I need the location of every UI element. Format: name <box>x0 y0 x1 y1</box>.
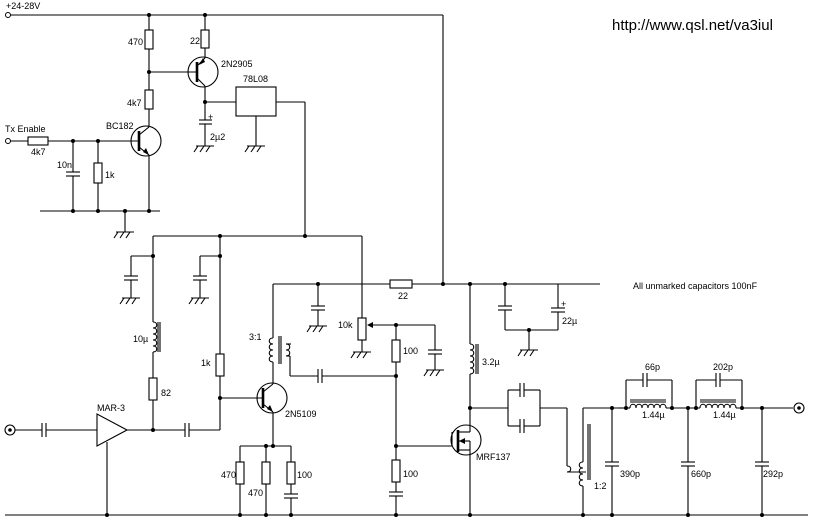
r-82-label: 82 <box>161 388 171 398</box>
output-coupling-caps <box>470 383 568 466</box>
q-bc182-label: BC182 <box>106 121 134 131</box>
supply-rail <box>5 12 444 284</box>
r-1k-tx-label: 1k <box>105 170 115 180</box>
r-100-emit-label: 100 <box>297 470 312 480</box>
c-22u-label: 22µ <box>562 316 577 326</box>
rf-input-connector <box>4 423 97 437</box>
inductor-10u <box>152 321 161 378</box>
resistor-470-top <box>144 15 154 90</box>
decoupling-cap-2 <box>188 255 220 305</box>
r-470-a-label: 470 <box>221 470 236 480</box>
resistor-4k7-base <box>144 89 154 127</box>
mar3-label: MAR-3 <box>97 403 125 413</box>
r-470-top-label: 470 <box>128 37 143 47</box>
pot-10k-label: 10k <box>338 320 353 330</box>
supply-voltage-label: +24-28V <box>6 1 40 11</box>
c-202p-label: 202p <box>713 362 733 372</box>
transistor-mrf137 <box>450 424 482 515</box>
resistor-1k-tx <box>93 141 103 211</box>
l-3u2-label: 3.2µ <box>482 357 500 367</box>
resistor-22-top <box>200 15 210 58</box>
r-100-gnd-label: 100 <box>403 469 418 479</box>
c-10n-label: 10n <box>57 160 72 170</box>
r-22-mid-label: 22 <box>398 291 408 301</box>
plus-sign-b: + <box>561 299 566 309</box>
transformer-3to1 <box>268 283 396 383</box>
q-2n2905-label: 2N2905 <box>221 59 253 69</box>
rf-output-connector <box>793 402 805 414</box>
low-pass-filter <box>605 373 793 515</box>
transistor-2n2905 <box>149 56 236 120</box>
plus-sign-a: + <box>208 112 213 122</box>
c-66p-label: 66p <box>645 362 660 372</box>
r-1k-bias-label: 1k <box>201 358 211 368</box>
resistor-100-gate <box>391 325 452 460</box>
tx-enable-label: Tx Enable <box>5 124 46 134</box>
r-4k7-base-label: 4k7 <box>127 98 142 108</box>
capacitor-note: All unmarked capacitors 100nF <box>633 281 758 291</box>
supply-filter-caps <box>498 284 565 357</box>
r-470-b-label: 470 <box>248 488 263 498</box>
l-144-b-label: 1.44µ <box>713 410 736 420</box>
t-1to2-label: 1:2 <box>594 481 607 491</box>
r-22-top-label: 22 <box>190 36 200 46</box>
amplifier-mar3 <box>96 413 221 515</box>
l-10u-label: 10µ <box>133 334 148 344</box>
r-4k7-tx-label: 4k7 <box>31 147 46 157</box>
emitter-network <box>235 444 298 515</box>
resistor-100-gnd <box>389 459 403 515</box>
tx-enable-input <box>5 136 139 146</box>
capacitor-10n <box>66 141 80 211</box>
potentiometer-10k <box>350 317 444 377</box>
resistor-82 <box>148 377 158 432</box>
resistor-1k-bias <box>215 353 263 428</box>
c-660p-label: 660p <box>691 469 711 479</box>
q-mrf137-label: MRF137 <box>476 452 511 462</box>
r-100-gate-label: 100 <box>403 346 418 356</box>
decoupling-cap-1 <box>119 255 153 305</box>
capacitor-2u2 <box>193 119 214 153</box>
t-3to1-label: 3:1 <box>249 332 262 342</box>
transistor-2n5109 <box>256 362 288 448</box>
l-144-a-label: 1.44µ <box>642 410 665 420</box>
ground-bus <box>5 513 808 517</box>
reg-78l08-label: 78L08 <box>243 74 268 84</box>
ground-bus-tx <box>40 209 160 239</box>
resistor-22-mid <box>389 279 600 289</box>
regulator-78l08 <box>235 86 306 236</box>
website-url: http://www.qsl.net/va3iul <box>612 17 773 34</box>
inductor-3u2 <box>468 284 479 430</box>
c-292p-label: 292p <box>763 469 783 479</box>
c-2u2-label: 2µ2 <box>210 132 225 142</box>
q-2n5109-label: 2N5109 <box>285 409 317 419</box>
cap-318 <box>306 282 327 333</box>
transistor-bc182 <box>130 125 162 211</box>
c-390p-label: 390p <box>620 469 640 479</box>
